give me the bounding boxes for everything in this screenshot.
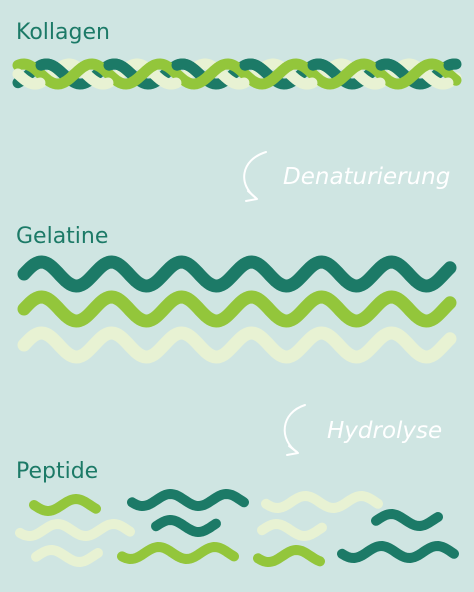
collagen-strand-dark-crossing — [171, 58, 205, 80]
hydrolysis-step-label: Hydrolyse — [327, 418, 443, 444]
peptide-fragment — [337, 541, 459, 563]
peptide-fragment — [257, 519, 327, 541]
collagen-strand-pale-crossing — [148, 68, 182, 90]
collagen-strand-dark-crossing — [307, 58, 341, 80]
collagen-strand-lime-crossing — [330, 59, 364, 88]
denaturation-step-label: Denaturierung — [283, 164, 451, 190]
collagen-strand-dark-crossing — [375, 58, 409, 80]
collagen-strand-lime-crossing — [194, 59, 228, 88]
collagen-strand-dark-crossing — [103, 58, 137, 80]
collagen-strand-pale-crossing — [284, 68, 318, 90]
collagen-strand-pale-crossing — [80, 68, 114, 90]
peptide-fragments — [15, 489, 459, 567]
peptide-fragment — [29, 494, 101, 516]
hydrolysis-arrowhead-icon — [286, 445, 299, 456]
collagen-strand-pale-crossing — [420, 68, 454, 90]
gelatin-strand-dark — [17, 255, 457, 293]
collagen-triple-helix — [12, 58, 462, 90]
collagen-strand-lime-crossing — [126, 59, 160, 88]
collagen-strand-dark-crossing — [239, 58, 273, 80]
gelatin-strands — [17, 255, 457, 364]
peptide-fragment — [117, 542, 239, 564]
peptides-label: Peptide — [16, 459, 99, 484]
collagen-strand-dark-crossing — [35, 58, 69, 80]
collagen-strand-lime-crossing — [58, 59, 92, 88]
peptide-fragment — [253, 545, 325, 567]
collagen-strand-lime-crossing — [262, 59, 296, 88]
peptide-fragment — [261, 491, 383, 513]
peptide-fragment — [15, 519, 135, 541]
denaturation-arrowhead-icon — [245, 190, 258, 202]
gelatin-label: Gelatine — [16, 224, 109, 249]
gelatin-strand-pale — [17, 326, 457, 364]
gelatin-strand-lime — [17, 290, 457, 328]
collagen-label: Kollagen — [16, 20, 110, 45]
peptide-fragment — [31, 545, 103, 567]
collagen-strand-dark-crossing — [443, 58, 461, 71]
collagen-strand-pale-crossing — [12, 68, 46, 90]
peptide-fragment — [127, 489, 249, 511]
collagen-strand-pale-crossing — [352, 68, 386, 90]
collagen-strand-pale-crossing — [216, 68, 250, 90]
collagen-strand-lime-crossing — [398, 59, 432, 88]
peptide-fragment — [371, 509, 443, 531]
peptide-fragment — [151, 515, 221, 537]
hydrolysis-arrow-icon — [283, 404, 306, 453]
